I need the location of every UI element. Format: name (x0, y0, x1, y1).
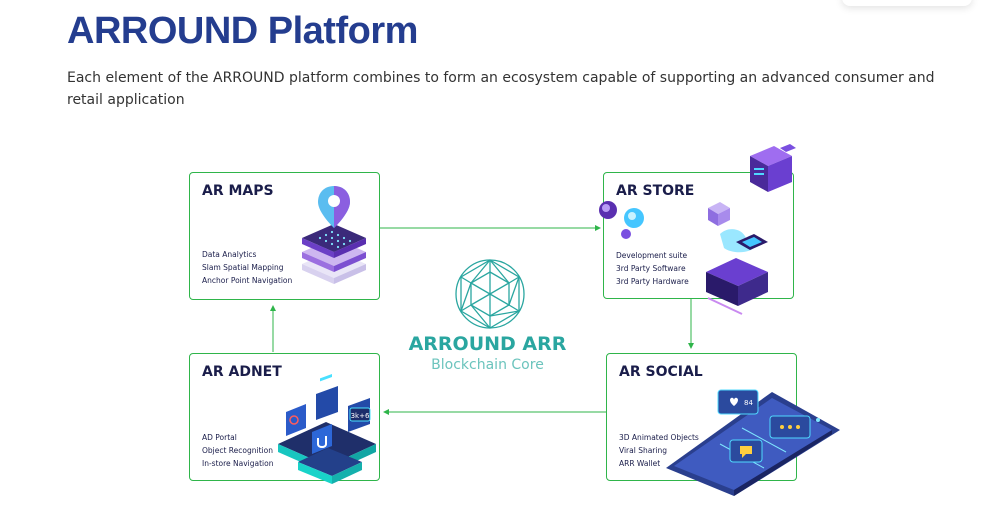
feature-list: Development suite 3rd Party Software 3rd… (616, 249, 689, 288)
geodesic-sphere-icon (455, 259, 525, 329)
card-title: AR SOCIAL (619, 364, 703, 380)
feature-item: Data Analytics (202, 250, 257, 259)
isometric-cubes-icon (599, 144, 796, 315)
feature-item: 3D Animated Objects (619, 433, 699, 442)
feature-item: In-store Navigation (202, 459, 274, 468)
card-title: AR ADNET (202, 364, 282, 380)
page-title: ARROUND Platform (67, 10, 418, 52)
feature-item: Slam Spatial Mapping (202, 263, 284, 272)
top-floating-card (842, 0, 972, 6)
feature-item: 3rd Party Software (616, 264, 686, 273)
smartphone-social-icon: 84 (666, 389, 840, 496)
page-subtitle: Each element of the ARROUND platform com… (67, 70, 935, 108)
feature-item: Anchor Point Navigation (202, 276, 293, 285)
feature-list: Data Analytics Slam Spatial Mapping Anch… (202, 248, 292, 287)
feature-item: ARR Wallet (619, 459, 661, 468)
feature-item: Object Recognition (202, 446, 273, 455)
feature-item: Development suite (616, 251, 688, 260)
core-title: ARROUND ARR (408, 333, 567, 355)
feature-item: Viral Sharing (619, 446, 667, 455)
feature-list: AD Portal Object Recognition In-store Na… (202, 431, 273, 470)
feature-list: 3D Animated Objects Viral Sharing ARR Wa… (619, 431, 699, 470)
card-title: AR MAPS (202, 183, 274, 199)
feature-item: AD Portal (202, 433, 237, 442)
adnet-badge: 3k+6 (351, 412, 370, 420)
feature-item: 3rd Party Hardware (616, 277, 689, 286)
card-title: AR STORE (616, 183, 695, 199)
likes-count: 84 (744, 399, 753, 407)
map-pin-isometric-icon (302, 186, 366, 284)
isometric-screens-icon: 3k+6 (278, 373, 376, 484)
core-subtitle: Blockchain Core (431, 357, 544, 373)
